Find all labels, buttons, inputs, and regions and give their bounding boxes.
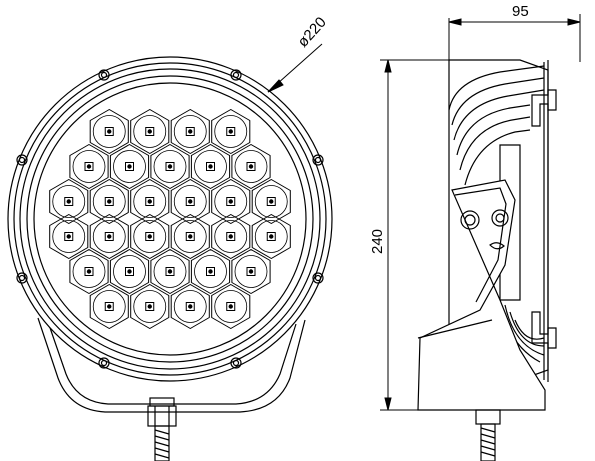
led-cell [130,179,170,224]
diameter-label: ø220 [294,14,330,51]
side-view [417,59,557,461]
side-bracket-bolt-2 [491,209,509,227]
side-bracket-bolt-1 [460,210,480,230]
bezel-screws [16,69,324,369]
led-cell [251,214,291,259]
led-cell [211,109,251,154]
led-cell [109,249,150,294]
led-cell [190,249,231,294]
height-label: 240 [369,229,386,254]
led-cell [170,284,210,329]
front-bracket [37,317,306,413]
led-cell [130,284,170,329]
led-cell [211,179,251,224]
led-cell [49,179,89,224]
led-cell [89,284,129,329]
led-cell [211,284,251,329]
diameter-dimension [267,43,323,93]
led-cell [130,109,170,154]
led-cell [69,249,109,294]
led-cell [89,214,129,259]
side-bracket-slot [489,242,505,250]
front-bracket-inner [47,321,297,405]
led-cell [150,144,190,189]
housing-outer-ring [7,56,333,382]
led-cell [211,214,251,259]
reflector-ring [33,82,307,356]
led-cell [89,179,129,224]
height-dimension [380,59,449,411]
led-cell [231,144,271,189]
housing-ring-3 [19,68,321,370]
led-cell [170,109,210,154]
side-clips [531,89,557,349]
led-cell [130,214,170,259]
led-cell [170,179,210,224]
led-cell [89,109,129,154]
housing-ring-2 [13,62,327,376]
led-cell [251,179,291,224]
led-cell [190,144,231,189]
led-cell [109,144,150,189]
side-bracket [417,179,546,411]
led-array [49,109,291,329]
housing-ring-4 [26,75,314,363]
front-view [7,56,333,461]
side-terminal-bolt [475,409,501,461]
front-terminal-bolt [147,397,177,461]
led-cell [231,249,271,294]
side-upper-fins [448,65,545,186]
led-cell [49,214,89,259]
depth-dimension [448,14,581,62]
led-cell [69,144,109,189]
led-cell [150,249,190,294]
depth-label: 95 [512,3,529,20]
led-cell [170,214,210,259]
